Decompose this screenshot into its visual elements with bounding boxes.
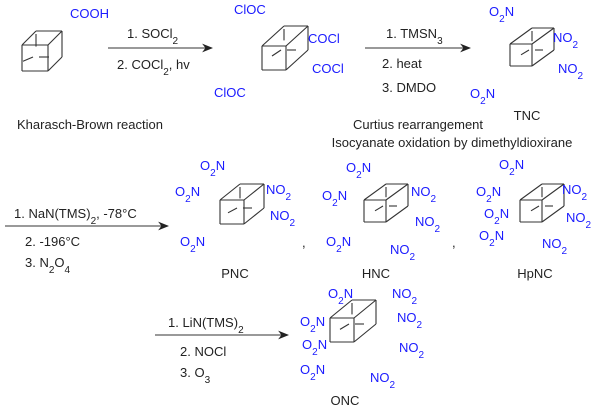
reagent-3-1: 1. NaN(TMS)2, -78°C [14,206,137,227]
nitro-group: O2N [322,188,347,209]
nitro-group: O2N [180,234,205,255]
nitro-group: NO2 [553,30,579,51]
nitro-group: NO2 [566,210,592,231]
cocl-group: COCl [308,31,340,46]
separator-comma: , [452,235,456,250]
reaction-name-2b: Isocyanate oxidation by dimethyldioxiran… [332,135,573,150]
reagent-1-2: 2. COCl2, hv [117,57,190,78]
reagent-4-3: 3. O3 [180,365,211,386]
product-name-pnc: PNC [221,266,248,281]
cube-tnc [509,27,555,67]
reagent-1-1: 1. SOCl2 [127,26,179,47]
nitro-group: NO2 [562,182,588,203]
cube-starting [21,30,63,72]
nitro-group: NO2 [370,370,396,391]
separator-comma: , [302,235,306,250]
cube-acyl-chloride [261,25,309,71]
nitro-group: O2N [489,4,514,25]
cube-hpnc [519,183,565,223]
nitro-group: O2N [200,158,225,179]
product-name-hpnc: HpNC [517,266,552,281]
nitro-group: O2N [479,228,504,249]
nitro-group: O2N [328,286,353,307]
nitro-group: NO2 [399,340,425,361]
nitro-group: O2N [302,337,327,358]
nitro-group: O2N [499,157,524,178]
reagent-2-3: 3. DMDO [382,80,436,95]
nitro-group: NO2 [270,208,296,229]
cocl-group: ClOC [214,85,246,100]
reaction-name-1: Kharasch-Brown reaction [17,117,163,132]
nitro-group: NO2 [411,184,437,205]
cocl-group: ClOC [234,2,266,17]
cooh-group: COOH [70,6,109,21]
reagent-4-2: 2. NOCl [180,344,226,359]
reagent-3-2: 2. -196°C [25,234,80,249]
cube-onc [329,299,377,343]
nitro-group: NO2 [558,61,584,82]
reaction-name-2a: Curtius rearrangement [353,117,483,132]
nitro-group: O2N [175,184,200,205]
nitro-group: O2N [300,362,325,383]
nitro-group: O2N [300,314,325,335]
cube-hnc [363,183,409,223]
nitro-group: O2N [484,206,509,227]
nitro-group: NO2 [390,242,416,263]
nitro-group: NO2 [392,286,418,307]
nitro-group: O2N [326,234,351,255]
nitro-group: NO2 [542,236,568,257]
nitro-group: NO2 [266,182,292,203]
nitro-group: O2N [476,184,501,205]
cube-pnc [219,183,265,225]
reagent-3-3: 3. N2O4 [25,255,71,276]
reagent-4-1: 1. LiN(TMS)2 [168,315,244,336]
nitro-group: O2N [470,86,495,107]
reagent-2-1: 1. TMSN3 [386,26,443,47]
product-name-hnc: HNC [362,266,390,281]
nitro-group: O2N [346,160,371,181]
cocl-group: COCl [312,61,344,76]
product-name-onc: ONC [331,393,360,408]
nitro-group: NO2 [397,310,423,331]
reagent-2-2: 2. heat [382,56,422,71]
product-name-tnc: TNC [514,108,541,123]
nitro-group: NO2 [415,214,441,235]
